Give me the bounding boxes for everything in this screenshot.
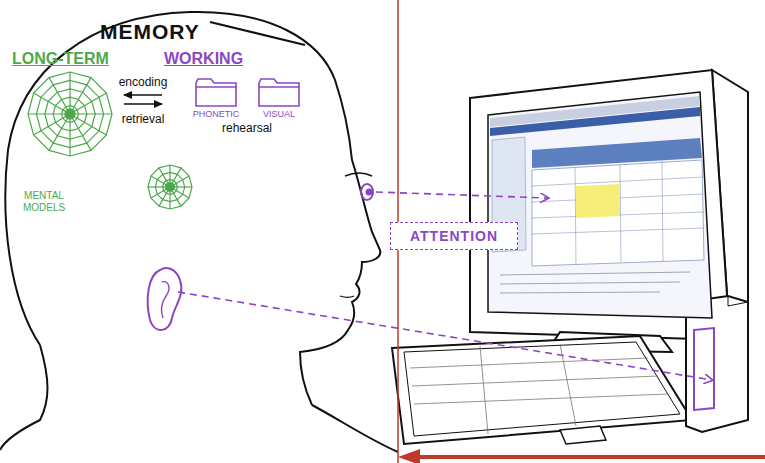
mental-models: MENTAL MODELS (12, 160, 197, 222)
feedback-arrow (414, 455, 765, 459)
attention-box: ATTENTION (390, 222, 518, 250)
web-icon (28, 72, 112, 156)
working-memory: WORKING PHONETIC VISUAL (162, 50, 310, 126)
screen (488, 92, 712, 318)
memory-flow-arrow (124, 94, 162, 95)
attention-rays (178, 192, 712, 380)
free-label: rehearsal (222, 121, 272, 135)
node-text: ATTENTION (391, 228, 517, 244)
folder-icon (259, 79, 299, 106)
web-icon (148, 165, 192, 209)
node-text: PHONETIC (188, 109, 244, 119)
folder-icon (196, 79, 236, 106)
feedback-arrowhead (398, 449, 420, 463)
keyboard-keys (410, 344, 668, 434)
free-label: MEMORY (100, 20, 200, 44)
edge-label: encoding (119, 75, 168, 89)
node-text: WORKING (164, 50, 243, 68)
node-text: MENTAL MODELS (12, 190, 76, 214)
node-text: VISUAL (252, 109, 306, 119)
head-outline (0, 12, 398, 452)
long-term-store: LONG-TERM (12, 50, 124, 158)
visual-folder: VISUAL (252, 78, 306, 122)
node-text: LONG-TERM (12, 50, 109, 68)
edge-label: retrieval (122, 112, 165, 126)
phonetic-folder: PHONETIC (188, 78, 244, 122)
memory-flow-arrow (124, 103, 162, 104)
drive-slot (694, 328, 714, 410)
computer (392, 70, 748, 444)
